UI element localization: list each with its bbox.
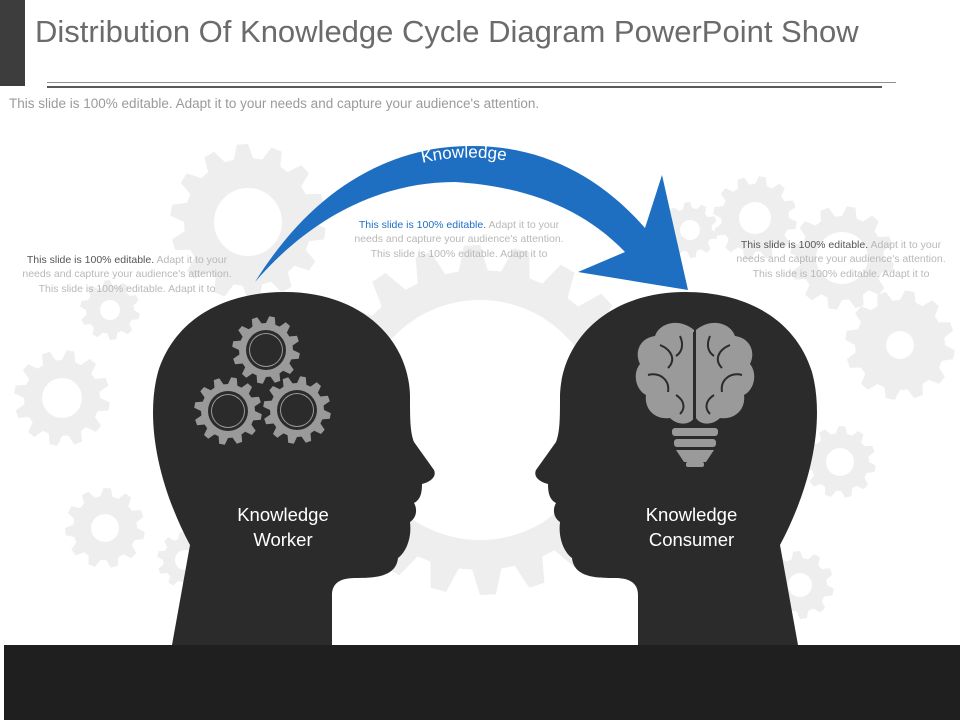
note-right-lead: This slide is 100% editable. [740, 239, 869, 251]
background-gear-icon [65, 488, 145, 568]
note-left-body: Adapt it to your needs and capture your … [22, 254, 232, 295]
background-gear-icon [80, 280, 140, 340]
note-center-body: Adapt it to your needs and capture your … [354, 219, 564, 260]
slide-title: Distribution Of Knowledge Cycle Diagram … [35, 14, 859, 49]
background-gear-icon [845, 290, 955, 400]
knowledge-consumer-label-line2: Consumer [648, 529, 735, 550]
background-gear-icon [713, 176, 797, 260]
gear-icon [232, 316, 300, 384]
gear-icon [194, 377, 262, 445]
knowledge-consumer-label-line1: Knowledge [645, 504, 738, 525]
background-gear-icon [790, 206, 894, 310]
slide-subtitle: This slide is 100% editable. Adapt it to… [9, 96, 540, 111]
note-left-lead: This slide is 100% editable. [26, 254, 155, 266]
title-divider-thick [47, 86, 882, 88]
knowledge-worker-label-line1: Knowledge [237, 504, 329, 525]
knowledge-arrow: Knowledge [255, 142, 688, 290]
note-right: This slide is 100% editable. Adapt it to… [728, 238, 954, 281]
note-left: This slide is 100% editable. Adapt it to… [14, 253, 240, 296]
background-gear-icon [14, 350, 110, 446]
title-accent-bar [0, 0, 25, 86]
bottom-band [4, 645, 960, 720]
brain-bulb-icon [635, 322, 755, 467]
background-gear-icon [170, 144, 326, 300]
knowledge-worker-head [153, 292, 435, 645]
note-center-lead: This slide is 100% editable. [358, 219, 487, 231]
note-right-body: Adapt it to your needs and capture your … [736, 239, 946, 280]
knowledge-worker-label-line2: Worker [253, 529, 313, 550]
knowledge-worker-label: Knowledge Worker [213, 502, 353, 552]
gear-icon [263, 376, 331, 444]
note-center: This slide is 100% editable. Adapt it to… [346, 218, 572, 261]
background-gear-icon [804, 426, 876, 498]
title-divider [47, 82, 896, 83]
gears-icon [194, 316, 331, 445]
knowledge-consumer-label: Knowledge Consumer [620, 502, 763, 552]
